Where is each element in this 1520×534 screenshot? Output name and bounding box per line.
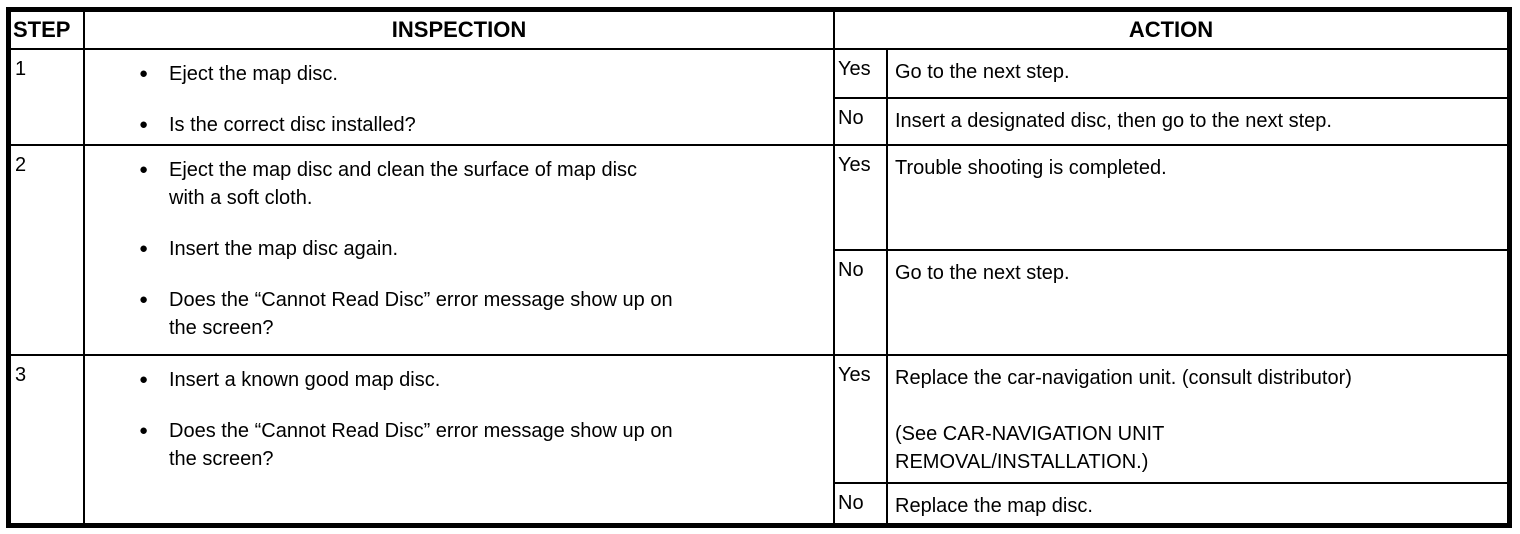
inspection-item: ● Insert a known good map disc.: [85, 366, 823, 394]
action-text: (See CAR-NAVIGATION UNIT REMOVAL/INSTALL…: [895, 423, 1165, 473]
inspection-item-text: Does the “Cannot Read Disc” error messag…: [169, 420, 673, 470]
action-cell: Trouble shooting is completed.: [888, 146, 1507, 249]
bullet-icon: ●: [139, 422, 149, 439]
no-branch: No Go to the next step.: [835, 251, 1507, 354]
answer-label: Yes: [835, 146, 888, 249]
answer-label: No: [835, 99, 888, 144]
action-text: Go to the next step.: [895, 262, 1070, 284]
action-branches: Yes Go to the next step. No Insert a des…: [835, 50, 1507, 144]
answer-label: No: [835, 484, 888, 523]
inspection-cell: ● Insert a known good map disc. ● Does t…: [85, 356, 835, 523]
inspection-item: ● Does the “Cannot Read Disc” error mess…: [85, 286, 823, 342]
inspection-item-text: Eject the map disc and clean the surface…: [169, 159, 638, 209]
action-text: Insert a designated disc, then go to the…: [895, 110, 1332, 132]
table-row: 2 ● Eject the map disc and clean the sur…: [11, 146, 1507, 356]
action-cell: Go to the next step.: [888, 50, 1507, 97]
table-header-row: STEP INSPECTION ACTION: [11, 12, 1507, 50]
inspection-item-text: Does the “Cannot Read Disc” error messag…: [169, 289, 673, 339]
action-branches: Yes Replace the car-navigation unit. (co…: [835, 356, 1507, 523]
action-cell: Insert a designated disc, then go to the…: [888, 99, 1507, 144]
answer-label: No: [835, 251, 888, 354]
header-step-cell: STEP: [11, 12, 85, 48]
table-row: 3 ● Insert a known good map disc. ● Does…: [11, 356, 1507, 523]
no-branch: No Insert a designated disc, then go to …: [835, 99, 1507, 144]
header-action-cell: ACTION: [835, 12, 1507, 48]
inspection-list: ● Eject the map disc. ● Is the correct d…: [85, 60, 823, 139]
yes-branch: Yes Trouble shooting is completed.: [835, 146, 1507, 251]
inspection-list: ● Insert a known good map disc. ● Does t…: [85, 366, 823, 473]
header-step-label: STEP: [13, 17, 71, 42]
troubleshooting-table: STEP INSPECTION ACTION 1 ● Eject the map…: [6, 7, 1512, 528]
inspection-item-text: Insert the map disc again.: [169, 238, 399, 260]
inspection-cell: ● Eject the map disc. ● Is the correct d…: [85, 50, 835, 144]
inspection-item: ● Eject the map disc and clean the surfa…: [85, 156, 823, 212]
action-cell: Replace the map disc.: [888, 484, 1507, 523]
action-text: Replace the car-navigation unit. (consul…: [895, 367, 1352, 389]
inspection-item: ● Does the “Cannot Read Disc” error mess…: [85, 417, 823, 473]
action-cell: Replace the car-navigation unit. (consul…: [888, 356, 1507, 482]
action-text: Replace the map disc.: [895, 495, 1093, 517]
inspection-item: ● Eject the map disc.: [85, 60, 823, 88]
action-cell: Go to the next step.: [888, 251, 1507, 354]
action-text: Trouble shooting is completed.: [895, 157, 1167, 179]
no-branch: No Replace the map disc.: [835, 484, 1507, 523]
bullet-icon: ●: [139, 371, 149, 388]
step-number-cell: 2: [11, 146, 85, 354]
header-inspection-label: INSPECTION: [391, 17, 527, 42]
step-number: 2: [15, 154, 27, 176]
bullet-icon: ●: [139, 65, 149, 82]
bullet-icon: ●: [139, 116, 149, 133]
bullet-icon: ●: [139, 240, 149, 257]
header-inspection-cell: INSPECTION: [85, 12, 835, 48]
inspection-item: ● Is the correct disc installed?: [85, 111, 823, 139]
inspection-item-text: Is the correct disc installed?: [169, 114, 416, 136]
yes-branch: Yes Replace the car-navigation unit. (co…: [835, 356, 1507, 484]
step-number-cell: 1: [11, 50, 85, 144]
inspection-cell: ● Eject the map disc and clean the surfa…: [85, 146, 835, 354]
inspection-list: ● Eject the map disc and clean the surfa…: [85, 156, 823, 342]
action-branches: Yes Trouble shooting is completed. No Go…: [835, 146, 1507, 354]
table-row: 1 ● Eject the map disc. ● Is the correct…: [11, 50, 1507, 146]
step-number: 3: [15, 364, 27, 386]
step-number-cell: 3: [11, 356, 85, 523]
inspection-item-text: Eject the map disc.: [169, 63, 338, 85]
inspection-item-text: Insert a known good map disc.: [169, 369, 441, 391]
answer-label: Yes: [835, 50, 888, 97]
yes-branch: Yes Go to the next step.: [835, 50, 1507, 99]
bullet-icon: ●: [139, 291, 149, 308]
answer-label: Yes: [835, 356, 888, 482]
inspection-item: ● Insert the map disc again.: [85, 235, 823, 263]
step-number: 1: [15, 58, 27, 80]
header-action-label: ACTION: [1128, 17, 1214, 42]
action-text: Go to the next step.: [895, 61, 1070, 83]
bullet-icon: ●: [139, 161, 149, 178]
